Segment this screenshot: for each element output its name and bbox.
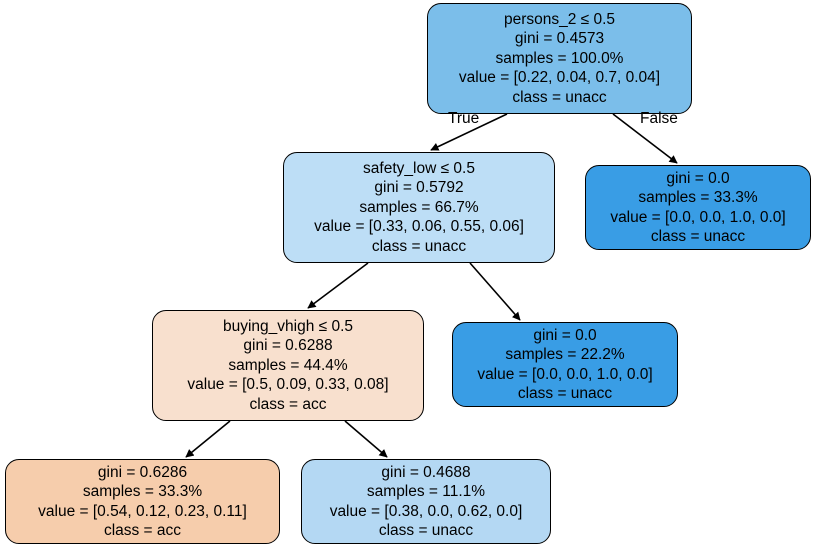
node-line: persons_2 ≤ 0.5 [503,10,616,28]
node-line: value = [0.0, 0.0, 1.0, 0.0] [477,365,653,383]
node-line: gini = 0.6286 [97,463,188,481]
node-line: safety_low ≤ 0.5 [363,159,475,177]
node-line: value = [0.38, 0.0, 0.62, 0.0] [329,502,523,520]
node-line: gini = 0.4688 [381,463,471,481]
edge-safety_low-to-mid-pure [469,262,521,321]
node-line: class = unacc [650,227,746,245]
tree-node-leaf-acc: gini = 0.6286 samples = 33.3%value = [0.5… [5,459,280,544]
node-line: buying_vhigh ≤ 0.5 [222,317,354,335]
node-line: value = [0.0, 0.0, 1.0, 0.0] [610,208,786,226]
node-line: class = unacc [378,521,474,539]
node-line: class = unacc [371,237,467,255]
node-line: samples = 33.3% [638,189,758,207]
node-line: class = unacc [512,88,607,106]
node-line: class = acc [103,521,182,539]
edge-buying_vhigh-to-leaf-acc [185,420,231,458]
edge-label-true: True [448,110,480,127]
edge-buying_vhigh-to-leaf-unacc [344,420,388,458]
node-line: gini = 0.6288 [243,337,333,355]
edge-label-false: False [640,110,678,127]
node-line: gini = 0.4573 [514,30,605,48]
node-line: samples = 44.4% [228,356,348,374]
edge-safety_low-to-buying_vhigh [307,262,369,309]
node-line: value = [0.5, 0.09, 0.33, 0.08] [187,376,389,394]
node-line: samples = 100.0% [495,49,624,67]
tree-node-mid-pure: gini = 0.0 samples = 22.2%value = [0.0, 0… [452,322,678,407]
node-line: value = [0.33, 0.06, 0.55, 0.06] [314,218,524,236]
node-line: value = [0.54, 0.12, 0.23, 0.11] [38,502,247,520]
node-line: samples = 11.1% [366,483,486,501]
node-line: class = acc [249,395,327,413]
node-line: gini = 0.0 [666,169,730,187]
node-line: gini = 0.0 [533,326,597,344]
node-line: value = [0.22, 0.04, 0.7, 0.04] [458,69,661,87]
node-line: gini = 0.5792 [374,179,464,197]
node-line: samples = 22.2% [505,346,625,364]
node-line: class = unacc [517,384,613,402]
tree-node-right-pure: gini = 0.0 samples = 33.3%value = [0.0, 0… [585,165,811,250]
node-line: samples = 33.3% [82,483,203,501]
tree-node-leaf-unacc: gini = 0.4688 samples = 11.1%value = [0.3… [301,459,551,544]
node-line: samples = 66.7% [359,198,479,216]
